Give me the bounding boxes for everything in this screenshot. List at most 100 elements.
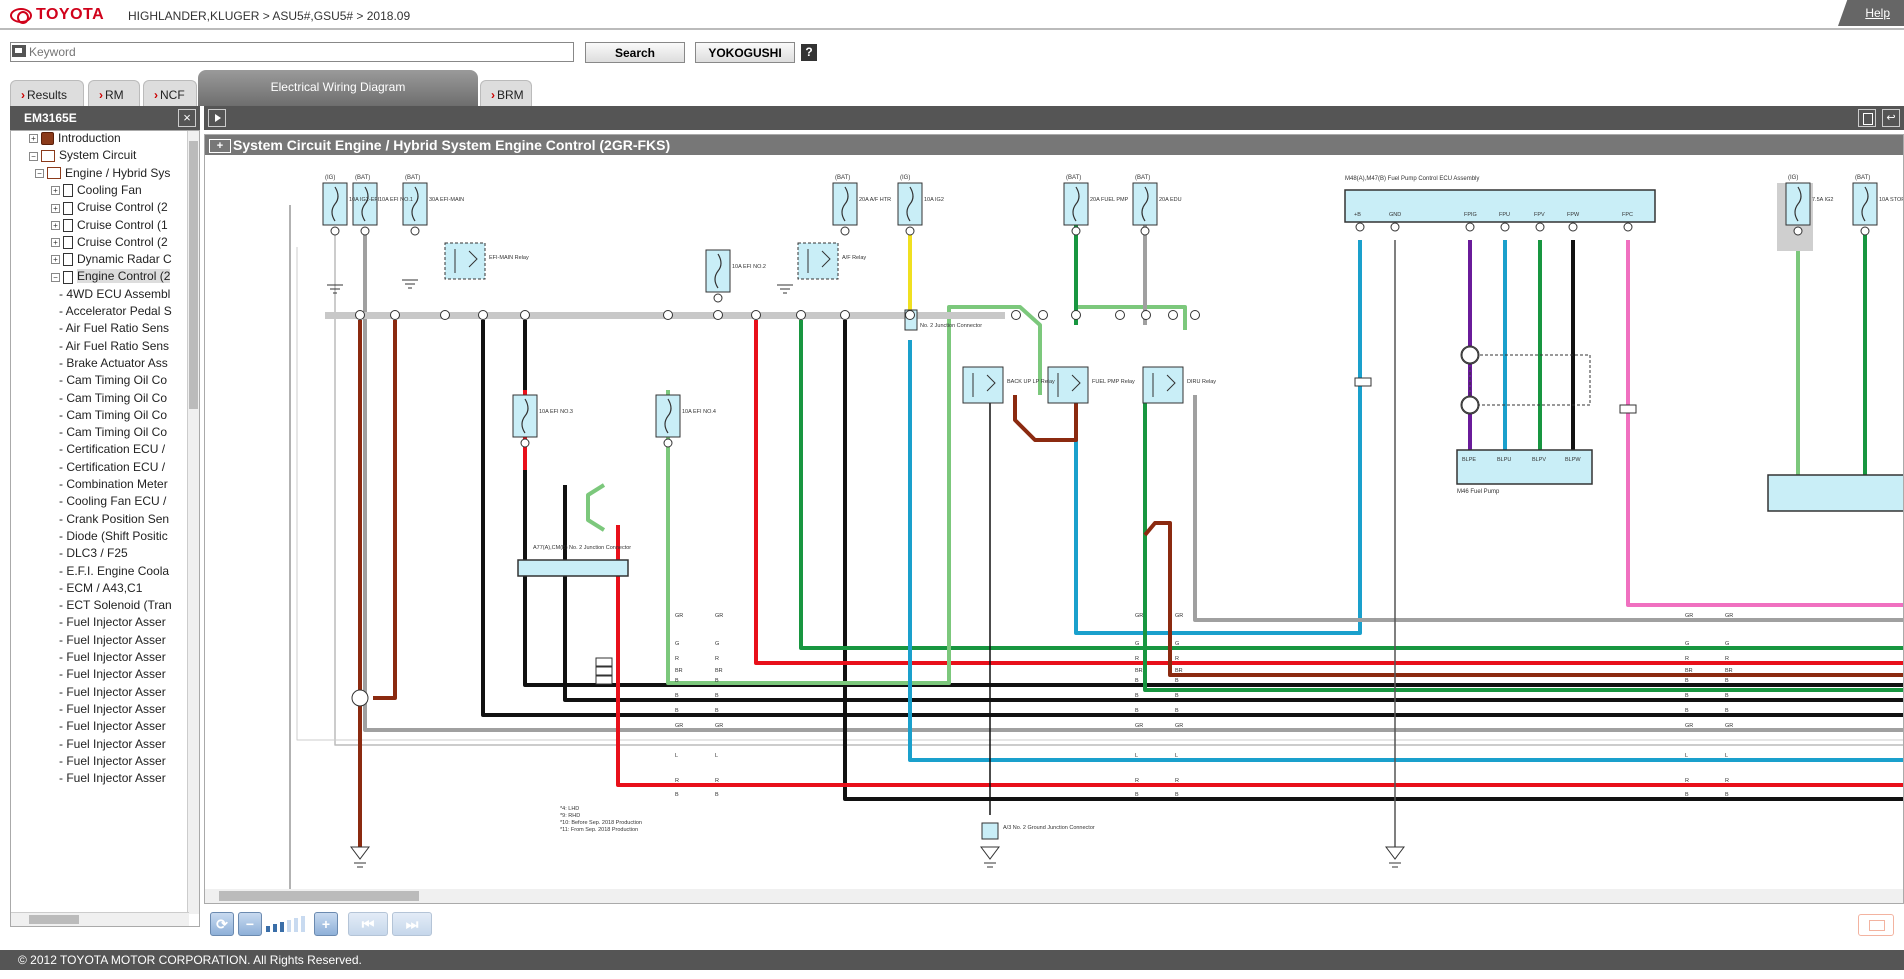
fuel-pump-ecu <box>1344 189 1656 223</box>
question-help-button[interactable]: ? <box>801 44 817 61</box>
tree-item[interactable]: +Dynamic Radar C <box>51 249 199 270</box>
tab-brm[interactable]: ›BRM <box>480 80 532 106</box>
fuse-supply-label: (BAT) <box>835 175 850 181</box>
collapse-node-icon[interactable]: − <box>51 272 60 282</box>
tree-item[interactable]: - DLC3 / F25 <box>59 543 199 564</box>
zoom-level-bar[interactable] <box>280 922 284 932</box>
tree-item[interactable]: - Fuel Injector Asser <box>59 716 199 737</box>
tree-item[interactable]: - Fuel Injector Asser <box>59 768 199 789</box>
zoom-in-button[interactable]: + <box>314 912 338 936</box>
yokogushi-button[interactable]: YOKOGUSHI <box>695 42 795 63</box>
tree-item[interactable]: - Cam Timing Oil Co <box>59 405 199 426</box>
expand-node-icon[interactable]: + <box>51 203 60 213</box>
tree-item[interactable]: - Combination Meter <box>59 474 199 495</box>
expand-node-icon[interactable]: + <box>51 238 60 248</box>
first-page-button[interactable]: ⏮ <box>348 912 388 936</box>
tree-item[interactable]: - Fuel Injector Asser <box>59 734 199 755</box>
tree-item[interactable]: +Cooling Fan <box>51 180 199 201</box>
tree-item[interactable]: - Brake Actuator Ass <box>59 353 199 374</box>
splice <box>1461 346 1479 364</box>
tree-item[interactable]: - Fuel Injector Asser <box>59 682 199 703</box>
tree-item[interactable]: - Crank Position Sen <box>59 509 199 530</box>
tab-rm[interactable]: ›RM <box>88 80 140 106</box>
zoom-level-bar[interactable] <box>294 918 298 932</box>
tree-item[interactable]: - 4WD ECU Assembl <box>59 284 199 305</box>
tree-item[interactable]: - Air Fuel Ratio Sens <box>59 318 199 339</box>
zoom-level-bar[interactable] <box>287 920 291 932</box>
expand-node-icon[interactable]: + <box>51 220 60 230</box>
expand-node-icon[interactable]: + <box>51 186 60 196</box>
diagram-horizontal-scroll-thumb[interactable] <box>219 891 419 901</box>
ecu-pin-label: FPC <box>1622 212 1633 218</box>
tree-item-label: - Fuel Injector Asser <box>59 615 166 630</box>
close-panel-button[interactable]: × <box>178 109 196 127</box>
return-button[interactable]: ↩ <box>1882 109 1900 127</box>
keyword-input[interactable] <box>10 42 574 62</box>
comment-icon[interactable] <box>1858 914 1894 936</box>
tree-item[interactable]: - Cam Timing Oil Co <box>59 388 199 409</box>
tree-item[interactable]: - E.F.I. Engine Coola <box>59 561 199 582</box>
zoom-level-bar[interactable] <box>301 916 305 932</box>
collapse-node-icon[interactable]: − <box>35 168 44 178</box>
fuse-symbol <box>906 186 914 222</box>
tree-item[interactable]: - Fuel Injector Asser <box>59 699 199 720</box>
terminal <box>1535 222 1545 232</box>
help-link[interactable]: Help <box>1865 6 1890 20</box>
tree-vertical-scrollbar[interactable] <box>187 131 199 914</box>
refresh-button[interactable]: ⟳ <box>210 912 234 936</box>
wire-color-label: L <box>675 753 678 759</box>
expand-toggle-button[interactable]: + <box>209 139 231 154</box>
tree-item[interactable]: - Fuel Injector Asser <box>59 630 199 651</box>
tab-results[interactable]: ›Results <box>10 80 84 106</box>
tree-item-label: Cruise Control (2 <box>77 234 168 249</box>
tree-item[interactable]: - Diode (Shift Positic <box>59 526 199 547</box>
tree-item-label: - Diode (Shift Positic <box>59 528 168 543</box>
tree-item[interactable]: - Fuel Injector Asser <box>59 751 199 772</box>
tree-horizontal-scroll-thumb[interactable] <box>29 915 79 924</box>
tree-item[interactable]: - Air Fuel Ratio Sens <box>59 336 199 357</box>
tree-item[interactable]: - Accelerator Pedal S <box>59 301 199 322</box>
tab-ncf[interactable]: ›NCF <box>143 80 197 106</box>
wire-color-label: B <box>1685 693 1689 699</box>
collapse-node-icon[interactable]: − <box>29 151 38 161</box>
tree-horizontal-scrollbar[interactable] <box>11 912 189 926</box>
tree-item[interactable]: - Certification ECU / <box>59 457 199 478</box>
terminal <box>1115 310 1125 320</box>
fuse-name-label: 10A IG2 <box>924 197 944 203</box>
tree-item[interactable]: −System Circuit <box>29 145 199 166</box>
fuse-supply-label: (BAT) <box>1855 175 1870 181</box>
search-button[interactable]: Search <box>585 42 685 63</box>
diagram-horizontal-scrollbar[interactable] <box>205 889 1903 903</box>
tree-vertical-scroll-thumb[interactable] <box>189 141 198 409</box>
tree-item[interactable]: - Cam Timing Oil Co <box>59 422 199 443</box>
wire-color-label: R <box>1685 778 1689 784</box>
last-page-button[interactable]: ⏭ <box>392 912 432 936</box>
tree-item[interactable]: - Certification ECU / <box>59 439 199 460</box>
print-button[interactable] <box>1858 109 1876 127</box>
expand-node-icon[interactable]: + <box>29 134 38 144</box>
wire-color-label: B <box>675 708 679 714</box>
expand-node-icon[interactable]: + <box>51 255 60 265</box>
tree-item[interactable]: - Cam Timing Oil Co <box>59 370 199 391</box>
tree-item[interactable]: +Introduction <box>29 131 199 149</box>
tree-item[interactable]: - ECT Solenoid (Tran <box>59 595 199 616</box>
tab-electrical-wiring-diagram[interactable]: Electrical Wiring Diagram <box>198 70 478 106</box>
expand-panel-button[interactable] <box>208 109 226 127</box>
tree-item[interactable]: - Fuel Injector Asser <box>59 664 199 685</box>
tree-item[interactable]: - Cooling Fan ECU / <box>59 491 199 512</box>
tree-item[interactable]: −Engine Control (2 <box>51 266 199 287</box>
tree-item[interactable]: - ECM / A43,C1 <box>59 578 199 599</box>
tree-item[interactable]: - Fuel Injector Asser <box>59 647 199 668</box>
tree-item[interactable]: −Engine / Hybrid Sys <box>35 163 199 184</box>
tree-item[interactable]: + Cruise Control (2 <box>51 232 199 253</box>
toyota-emblem-icon <box>10 7 32 24</box>
zoom-level-bar[interactable] <box>273 924 277 932</box>
zoom-level-bar[interactable] <box>266 926 270 932</box>
wiring-diagram[interactable]: (IG)10A IG2-EFI(BAT)10A EFI NO.1(BAT)30A… <box>205 155 1904 889</box>
tree-item[interactable]: - Fuel Injector Asser <box>59 612 199 633</box>
terminal <box>1465 222 1475 232</box>
tree-item[interactable]: +Cruise Control (2 <box>51 197 199 218</box>
wire-brown-2 <box>373 320 397 700</box>
tree-item[interactable]: +Cruise Control (1 <box>51 215 199 236</box>
zoom-out-button[interactable]: − <box>238 912 262 936</box>
